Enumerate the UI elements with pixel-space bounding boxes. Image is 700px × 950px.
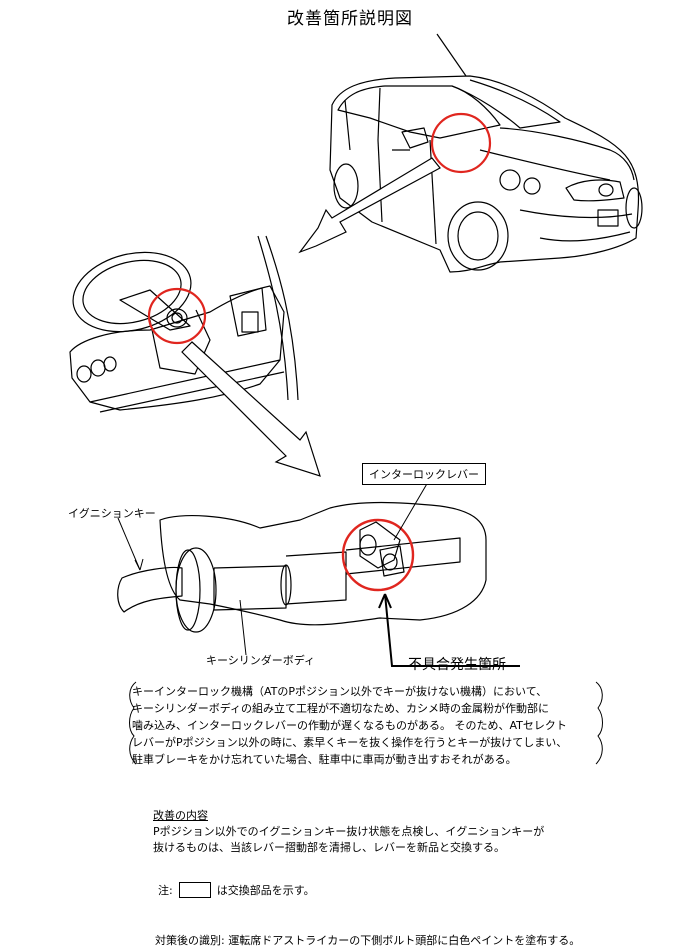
- leader-lines: [117, 481, 429, 656]
- description-line: 噛み込み、インターロックレバーの作動が遅くなるものがある。 そのため、ATセレク…: [132, 719, 567, 732]
- replacement-note: 注: は交換部品を示す。: [158, 882, 315, 898]
- note-suffix: は交換部品を示す。: [216, 884, 315, 897]
- dashboard-highlight-circle: [147, 287, 207, 345]
- description-line: キーインターロック機構（ATのPポジション以外でキーが抜けない機構）において、: [132, 685, 548, 698]
- measures-text: Pポジション以外でのイグニションキー抜け状態を点検し、イグニションキーが 抜ける…: [153, 824, 544, 856]
- description-bracket: [129, 681, 603, 765]
- interlock-lever-label: インターロックレバー: [362, 463, 486, 485]
- replacement-part-box-icon: [178, 882, 211, 898]
- measures-line: Pポジション以外でのイグニションキー抜け状態を点検し、イグニションキーが: [153, 825, 545, 838]
- measures-heading: 改善の内容: [153, 809, 208, 822]
- arrow-car-to-dashboard: [298, 157, 441, 254]
- dashboard-illustration: [69, 235, 299, 413]
- description-line: 駐車ブレーキをかけ忘れていた場合、駐車中に車両が動き出すおそれがある。: [132, 753, 517, 766]
- car-highlight-circle: [430, 112, 492, 174]
- detail-highlight-circle: [341, 518, 415, 592]
- defect-location-label: 不具合発生箇所: [408, 657, 506, 673]
- defect-arrow: [378, 593, 520, 667]
- measures-line: 抜けるものは、当該レバー摺動部を清掃し、レバーを新品と交換する。: [153, 841, 505, 854]
- key-cylinder-illustration: [117, 501, 487, 633]
- key-cylinder-body-label: キーシリンダーボディ: [206, 654, 316, 667]
- description-line: キーシリンダーボディの組み立て工程が不適切なため、カシメ時の金属粉が作動部に: [132, 702, 550, 715]
- post-fix-identification: 対策後の識別: 運転席ドアストライカーの下側ボルト頭部に白色ペイントを塗布する。: [155, 934, 581, 947]
- car-illustration: [329, 33, 643, 273]
- ignition-key-label: イグニションキー: [68, 507, 156, 520]
- page-title: 改善箇所説明図: [287, 9, 413, 29]
- note-prefix: 注:: [158, 884, 173, 897]
- defect-description: キーインターロック機構（ATのPポジション以外でキーが抜けない機構）において、 …: [132, 683, 604, 768]
- arrow-dashboard-to-detail: [181, 341, 321, 477]
- description-line: レバーがPポジション以外の時に、素早くキーを抜く操作を行うとキーが抜けてしまい、: [132, 736, 568, 749]
